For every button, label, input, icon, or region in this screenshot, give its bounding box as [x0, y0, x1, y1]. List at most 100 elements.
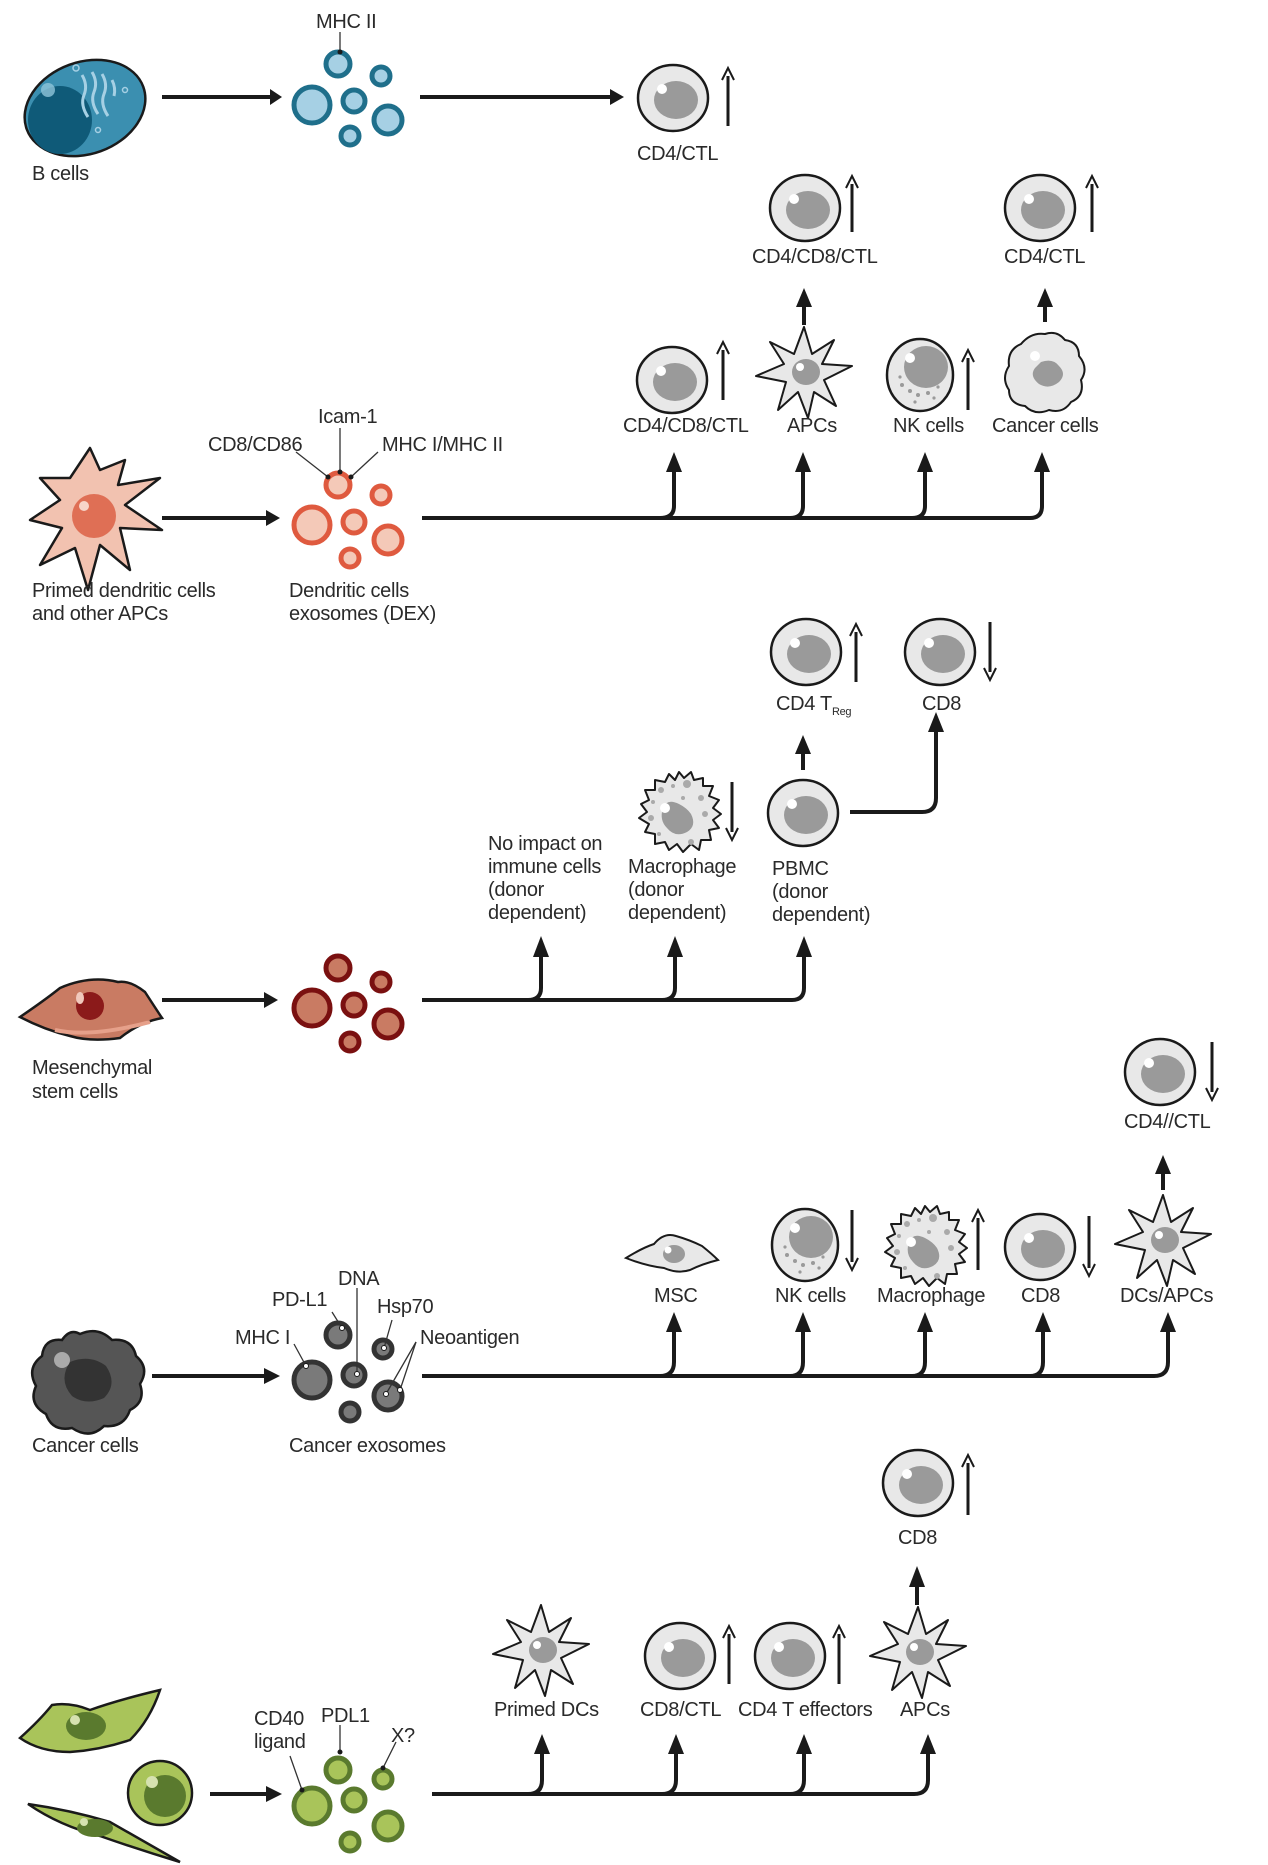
- msc-icon: [17, 978, 165, 1041]
- cd8-cd86-label: CD8/CD86: [208, 434, 302, 456]
- msc-exosome-cluster: [291, 953, 405, 1054]
- mhc-ii-label: MHC II: [316, 11, 376, 33]
- nk-cell-icon: [885, 337, 955, 413]
- primed-dc-icon: [492, 1604, 590, 1697]
- pdl1-label: PDL1: [321, 1705, 370, 1727]
- dex-label-1: Dendritic cells: [289, 580, 409, 602]
- primed-dcs-label: Primed DCs: [494, 1699, 599, 1721]
- macrophage-icon: [884, 1205, 968, 1287]
- nk-cell-icon: [770, 1207, 840, 1283]
- row-engineered: CD40 ligand PDL1 X? Primed DCs CD8/CTL C…: [17, 1448, 975, 1864]
- up-arrow-icon: [721, 65, 735, 126]
- cancer-exosome-cluster: [291, 1320, 405, 1424]
- row-b-cells: B cells MHC II CD4/CTL: [23, 11, 735, 185]
- msc-flow-line: [422, 955, 806, 1002]
- cd8-target-label: CD8: [1021, 1285, 1060, 1307]
- mhc-i-label: MHC I: [235, 1327, 290, 1349]
- msc-target-label: MSC: [654, 1285, 698, 1307]
- apc-icon: [755, 326, 853, 419]
- dex-exosome-cluster: [291, 470, 405, 570]
- cd8-ctl-label: CD8/CTL: [640, 1699, 721, 1721]
- pd-l1-label: PD-L1: [272, 1289, 327, 1311]
- t-cell-icon: [753, 1621, 827, 1691]
- t-cell-icon: [768, 173, 842, 243]
- cancer-cells-label: Cancer cells: [992, 415, 1099, 437]
- t-cell-icon: [1003, 173, 1077, 243]
- cd8-downstream-label: CD8: [898, 1527, 937, 1549]
- up-arrow-icon: [971, 1207, 985, 1270]
- b-cell-icon: [23, 58, 147, 158]
- up-arrow-icon: [722, 1623, 736, 1684]
- apcs-target-label: APCs: [900, 1699, 950, 1721]
- green-flow-line: [432, 1752, 930, 1796]
- row-cancer: Cancer cells MHC I PD-L1 DNA Hsp70 Neoan…: [30, 1037, 1219, 1457]
- up-arrow-icon: [961, 347, 975, 410]
- cd4-t-effectors-label: CD4 T effectors: [738, 1699, 873, 1721]
- cancer-flow-line: [422, 1330, 1170, 1378]
- macrophage-label-3: dependent): [628, 902, 726, 924]
- up-arrow-icon: [1085, 173, 1099, 232]
- pbmc-label-3: dependent): [772, 904, 870, 926]
- down-arrow-icon: [983, 622, 997, 683]
- apc-downstream-label: CD4/CD8/CTL: [752, 246, 878, 268]
- cancer-cells-source-label: Cancer cells: [32, 1435, 139, 1457]
- up-arrow-icon: [849, 621, 863, 682]
- cd40-label: CD40: [254, 1708, 304, 1730]
- no-impact-label-4: dependent): [488, 902, 586, 924]
- t-cell-icon: [769, 617, 843, 687]
- macrophage-target-label: Macrophage: [877, 1285, 985, 1307]
- down-arrow-icon: [1205, 1042, 1219, 1103]
- cd40-ligand-label: ligand: [254, 1731, 306, 1753]
- apcs-label: APCs: [787, 415, 837, 437]
- x-unknown-label: X?: [391, 1725, 415, 1747]
- nk-cells-label: NK cells: [893, 415, 964, 437]
- up-arrow-icon: [716, 339, 730, 400]
- macrophage-icon: [638, 771, 722, 853]
- apc-icon: [869, 1606, 967, 1699]
- cancer-downstream-label: CD4/CTL: [1004, 246, 1085, 268]
- cd4-treg-label: CD4 TReg: [776, 693, 851, 718]
- t-cell-icon: [903, 617, 977, 687]
- cancer-source-icon: [30, 1329, 146, 1435]
- t-cell-icon: [881, 1448, 955, 1518]
- icam1-label: Icam-1: [318, 406, 378, 428]
- pbmc-icon: [766, 778, 840, 848]
- pbmc-label-1: PBMC: [772, 858, 829, 880]
- dex-label-2: exosomes (DEX): [289, 603, 436, 625]
- cd8-label: CD8: [922, 693, 961, 715]
- dc-apc-icon: [1114, 1194, 1212, 1287]
- dna-label: DNA: [338, 1268, 380, 1290]
- t-cell-icon: [636, 63, 710, 133]
- cd4-ctl-label: CD4/CTL: [637, 143, 718, 165]
- down-arrow-icon: [1082, 1216, 1096, 1279]
- t-cell-icon: [1003, 1212, 1077, 1282]
- primed-dc-label-1: Primed dendritic cells: [32, 580, 216, 602]
- green-cells-icon: [17, 1688, 194, 1864]
- no-impact-label-3: (donor: [488, 879, 545, 901]
- t-cell-icon: [1123, 1037, 1197, 1107]
- nk-cells-target-label: NK cells: [775, 1285, 846, 1307]
- msc-target-icon: [625, 1234, 719, 1273]
- cancer-exosomes-label: Cancer exosomes: [289, 1435, 446, 1457]
- up-arrow-icon: [961, 1452, 975, 1515]
- macrophage-label-2: (donor: [628, 879, 685, 901]
- t-cell-icon: [643, 1621, 717, 1691]
- down-arrow-icon: [725, 782, 739, 843]
- b-cells-label: B cells: [32, 163, 89, 185]
- macrophage-label-1: Macrophage: [628, 856, 736, 878]
- row-msc: Mesenchymal stem cells No impact on immu…: [17, 617, 997, 1103]
- no-impact-label-2: immune cells: [488, 856, 601, 878]
- msc-label-2: stem cells: [32, 1081, 118, 1103]
- down-arrow-icon: [845, 1210, 859, 1273]
- up-arrow-icon: [845, 173, 859, 232]
- b-exosome-cluster: [291, 49, 405, 148]
- primed-dc-label-2: and other APCs: [32, 603, 168, 625]
- row-dendritic: Primed dendritic cells and other APCs Ic…: [28, 173, 1099, 625]
- mhc-i-ii-label: MHC I/MHC II: [382, 434, 503, 456]
- neoantigen-label: Neoantigen: [420, 1327, 519, 1349]
- green-exosome-cluster: [291, 1755, 405, 1854]
- t-cell-icon: [635, 345, 709, 415]
- hsp70-label: Hsp70: [377, 1296, 433, 1318]
- up-arrow-icon: [832, 1623, 846, 1684]
